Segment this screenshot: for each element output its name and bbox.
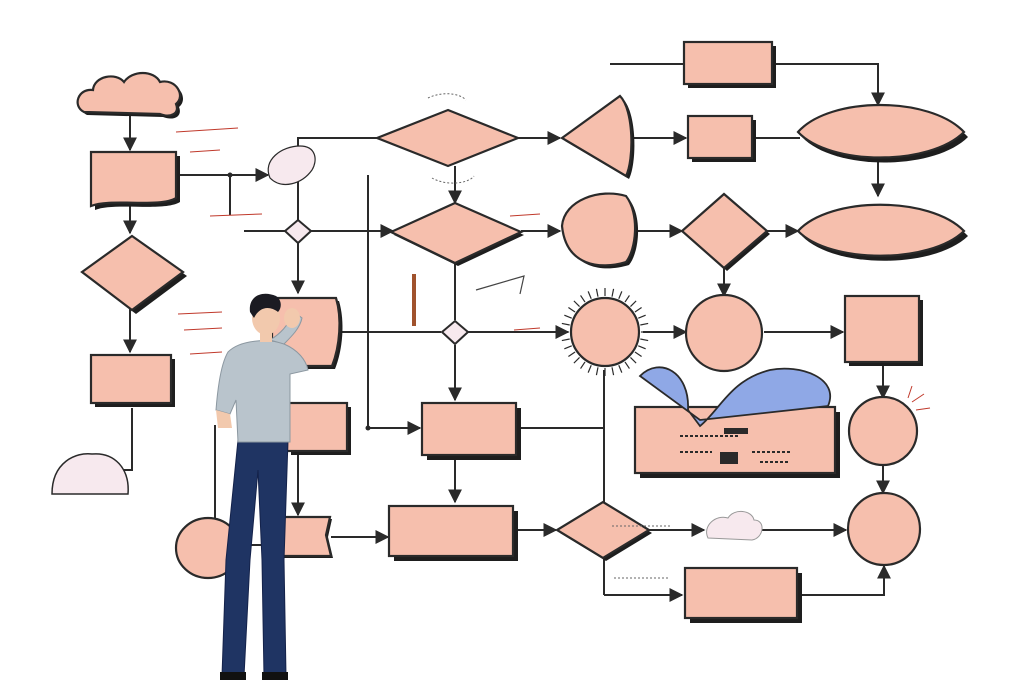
sun-ray — [568, 307, 576, 313]
sun-ray — [634, 351, 642, 357]
process-box-center-bottom — [387, 504, 518, 561]
process-box-left-1 — [89, 150, 180, 210]
sun-ray — [630, 357, 637, 364]
sun-ray — [568, 351, 576, 357]
decision-diamond-right — [680, 192, 770, 271]
decision-diamond-middle — [388, 201, 524, 266]
pentagon-node — [276, 515, 333, 558]
sun-ray — [618, 291, 623, 299]
end-blob-left — [51, 453, 129, 495]
sun-ray — [611, 288, 615, 297]
process-box-under-person — [285, 401, 351, 455]
process-box-top-right — [682, 40, 776, 88]
sun-ray — [573, 300, 580, 307]
small-cloud-bottom — [706, 511, 763, 541]
circle-node-far-right-2 — [846, 491, 922, 567]
sun-ray — [564, 314, 572, 319]
lens-shape-right-2 — [796, 203, 968, 261]
person-thinking — [215, 293, 309, 680]
shield-shape-2 — [560, 192, 639, 269]
decision-diamond-top — [374, 93, 521, 184]
sun-circle — [561, 288, 649, 376]
sun-ray — [587, 291, 592, 299]
junction-diamond-1 — [283, 218, 313, 245]
sun-ray — [630, 300, 637, 307]
circle-node-far-right-1 — [847, 385, 931, 467]
sun-ray — [618, 365, 623, 373]
sun-ray — [595, 288, 599, 297]
sun-ray — [640, 322, 649, 326]
junction-diamond-2 — [440, 319, 470, 346]
sun-ray — [638, 314, 646, 319]
shield-shape-1 — [559, 94, 635, 179]
process-box-far-right — [843, 294, 923, 366]
sun-ray — [595, 367, 599, 376]
sun-ray — [580, 361, 586, 369]
connector-pad — [267, 145, 316, 186]
sun-ray — [624, 295, 630, 303]
sun-ray — [561, 338, 570, 342]
lens-shape-right-1 — [796, 104, 968, 163]
sun-ray — [564, 345, 572, 350]
sun-ray — [580, 295, 586, 303]
process-box-center — [420, 401, 521, 460]
start-cloud — [76, 71, 184, 119]
circle-node-right-1 — [684, 293, 764, 373]
process-box-right-1 — [686, 114, 756, 162]
water-wave-container — [633, 366, 840, 478]
process-box-left-2 — [89, 353, 175, 407]
decision-diamond-left — [80, 234, 187, 314]
connector-lines — [120, 63, 891, 602]
sun-ray — [638, 345, 646, 350]
sun-ray — [624, 361, 630, 369]
sun-ray — [634, 307, 642, 313]
sun-ray — [573, 357, 580, 364]
process-box-bottom-right — [683, 566, 802, 623]
decision-diamond-bottom — [554, 500, 652, 561]
sun-ray — [587, 365, 592, 373]
sun-ray — [611, 367, 615, 376]
sun-ray — [561, 322, 570, 326]
sun-ray — [640, 338, 649, 342]
annotation-scribbles — [175, 127, 670, 579]
